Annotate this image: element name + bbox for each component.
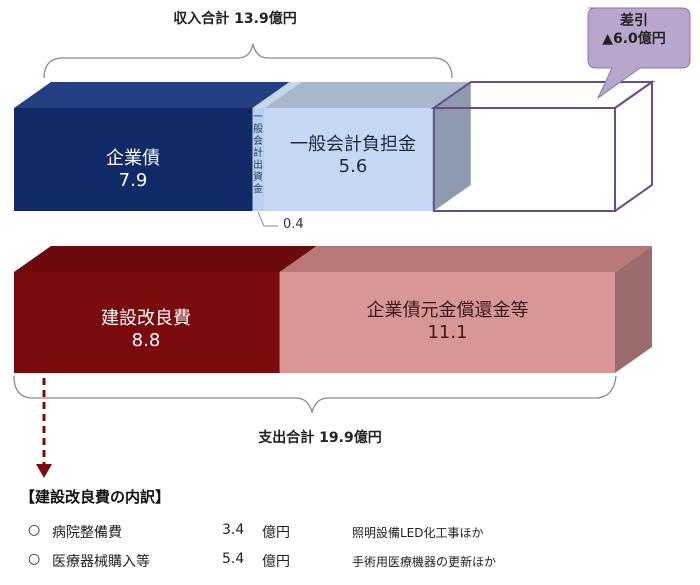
segment-label-bond: 企業債 7.9 bbox=[14, 148, 252, 192]
item-value: 5.4 bbox=[222, 551, 245, 567]
expenditure-segment-side bbox=[615, 246, 652, 373]
segment-value-general-investment: 0.4 bbox=[283, 217, 304, 232]
deficit-box-front bbox=[432, 107, 616, 212]
segment-name: 一般会計負担金 bbox=[290, 134, 416, 155]
expenditure-segment-top bbox=[14, 246, 317, 272]
segment-label-general-burden: 一般会計負担金 5.6 bbox=[268, 134, 438, 178]
bullet-icon: ○ bbox=[28, 522, 41, 538]
segment-label-construction: 建設改良費 8.8 bbox=[14, 308, 278, 352]
revenue-segment-top bbox=[252, 82, 302, 108]
revenue-segment-side bbox=[433, 82, 471, 211]
difference-label: 差引 bbox=[620, 13, 648, 29]
segment-name: 企業債 bbox=[106, 148, 160, 169]
expenditure-brace bbox=[13, 375, 617, 415]
segment-label-general-investment: 一般会計出資金 bbox=[253, 112, 263, 195]
item-note: 手術用医療機器の更新ほか bbox=[352, 555, 497, 569]
expenditure-total-label: 支出合計 19.9億円 bbox=[258, 430, 382, 446]
segment-value: 5.6 bbox=[338, 156, 368, 177]
difference-callout-text: 差引 ▲6.0億円 bbox=[586, 12, 682, 48]
difference-value: ▲6.0億円 bbox=[602, 31, 666, 47]
item-note: 照明設備LED化工事ほか bbox=[352, 526, 484, 540]
expenditure-segment-bar bbox=[14, 272, 280, 373]
segment-name: 建設改良費 bbox=[101, 308, 191, 329]
revenue-segment-bar bbox=[264, 108, 434, 211]
item-unit: 億円 bbox=[262, 525, 290, 541]
segment-value: 11.1 bbox=[427, 322, 468, 343]
deficit-box-side bbox=[614, 80, 653, 212]
revenue-segment-bar bbox=[14, 108, 253, 211]
small-value-leader bbox=[257, 211, 278, 227]
difference-callout bbox=[587, 7, 691, 100]
segment-label-redemption: 企業債元金償還金等 11.1 bbox=[280, 300, 615, 344]
segment-value: 8.8 bbox=[131, 330, 161, 351]
revenue-segment-top bbox=[264, 82, 471, 108]
expenditure-segment-top bbox=[279, 246, 652, 272]
item-name: 病院整備費 bbox=[52, 525, 122, 541]
expenditure-segment-bar bbox=[279, 272, 615, 373]
item-unit: 億円 bbox=[262, 554, 290, 570]
item-value: 3.4 bbox=[222, 522, 245, 538]
item-name: 医療器械購入等 bbox=[52, 554, 150, 570]
revenue-total-label: 収入合計 13.9億円 bbox=[173, 11, 297, 27]
segment-value: 7.9 bbox=[118, 170, 148, 191]
breakdown-title: 【建設改良費の内訳】 bbox=[20, 488, 171, 506]
revenue-segment-top bbox=[14, 82, 290, 108]
breakdown-arrow-head bbox=[36, 464, 52, 478]
revenue-brace bbox=[43, 43, 453, 79]
revenue-segment-bar bbox=[252, 108, 265, 211]
bullet-icon: ○ bbox=[28, 551, 41, 567]
segment-name: 企業債元金償還金等 bbox=[366, 300, 529, 321]
